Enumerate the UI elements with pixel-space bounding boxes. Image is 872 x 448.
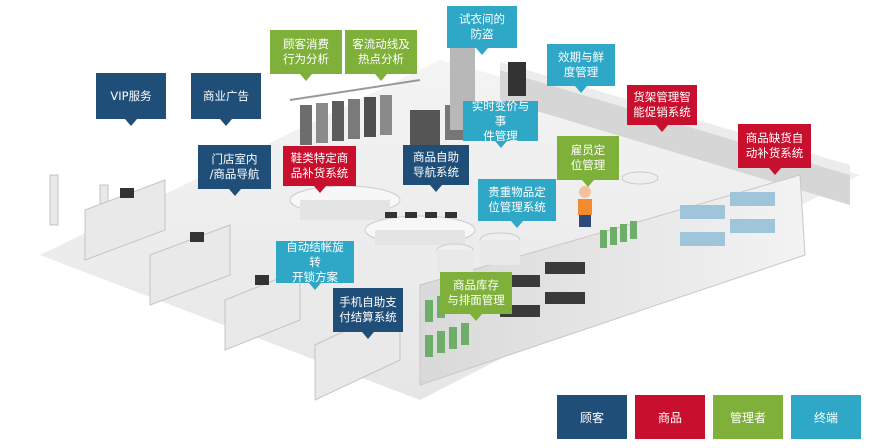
callout-fitting-room-security: 试衣间的 防盗 [447, 6, 517, 55]
callout-realtime-price: 实时变价与事 件管理 [463, 99, 538, 148]
callout-shoe-replenish: 鞋类特定商 品补货系统 [283, 146, 356, 193]
legend-manager: 管理者 [713, 395, 783, 439]
callout-product-self-nav: 商品自助 导航系统 [403, 145, 469, 192]
callout-shelf-life: 效期与鲜 度管理 [547, 44, 615, 93]
right-shelf [419, 174, 806, 386]
legend-product: 商品 [635, 395, 705, 439]
blue-products [680, 192, 775, 246]
callout-vip-service: VIP服务 [96, 73, 166, 126]
callout-auto-checkout-gate: 自动结帐旋转 开锁方案 [276, 240, 354, 290]
back-wall-shelf [500, 70, 850, 205]
callout-indoor-navigation: 门店室内 /商品导航 [198, 145, 271, 196]
legend-customer: 顾客 [557, 395, 627, 439]
callout-traffic-hotspot: 客流动线及 热点分析 [345, 30, 417, 81]
legend-terminal: 终端 [791, 395, 861, 439]
callout-stockout-replenish: 商品缺货自 动补货系统 [738, 124, 811, 175]
shoes-display [385, 212, 457, 218]
callout-customer-behavior: 顾客消费 行为分析 [270, 30, 342, 81]
callout-shelf-promotion: 货架管理智 能促销系统 [627, 85, 697, 132]
callout-inventory-display: 商品库存 与排面管理 [440, 272, 512, 321]
callout-mobile-checkout: 手机自助支 付结算系统 [333, 288, 403, 339]
staff-figure [578, 186, 592, 227]
callout-advertising: 商业广告 [191, 73, 261, 126]
callout-valuables-locating: 贵重物品定 位管理系统 [478, 179, 556, 228]
callout-staff-locating: 雇员定 位管理 [557, 136, 619, 187]
digital-signage [508, 62, 526, 96]
kiosk-pedestal-3 [621, 171, 659, 185]
